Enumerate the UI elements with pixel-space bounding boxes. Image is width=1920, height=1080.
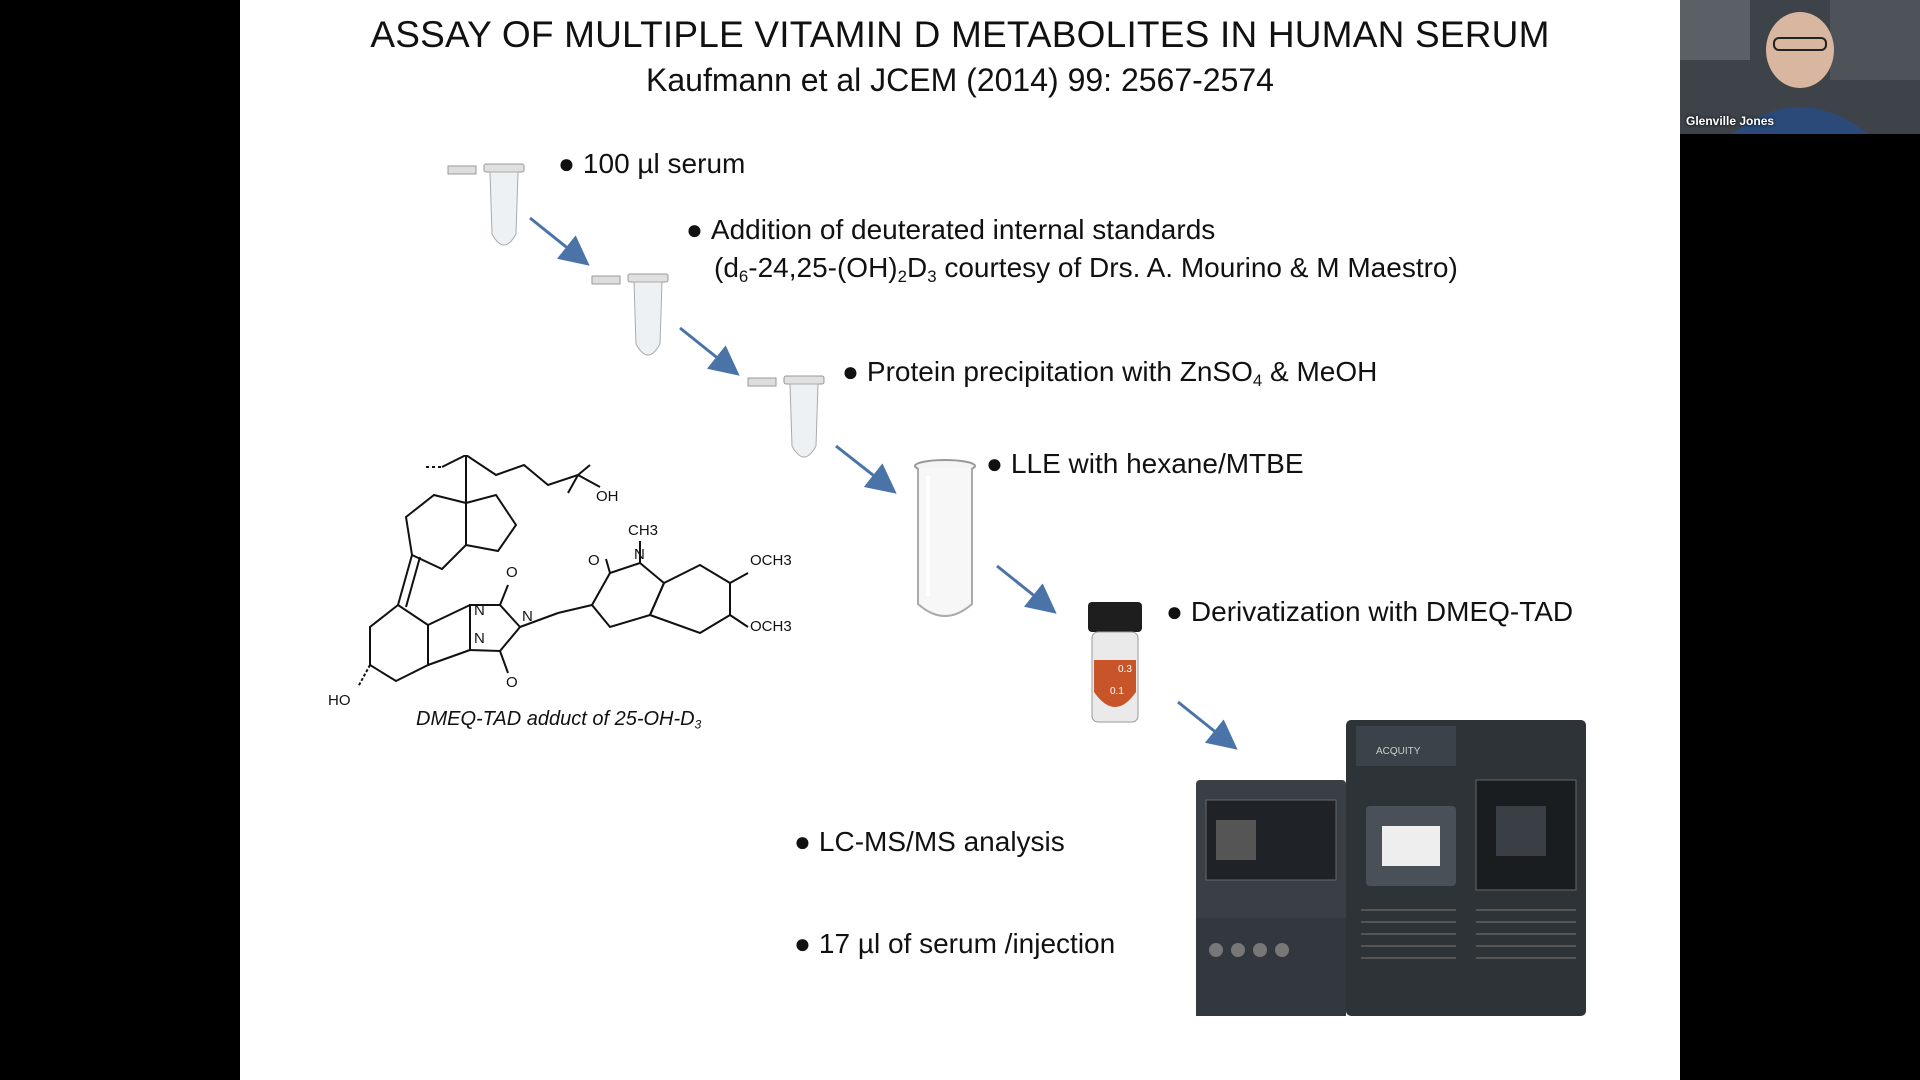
vial-label-top: 0.3 (1118, 664, 1132, 675)
arrow-5 (1177, 700, 1238, 750)
webcam-thumbnail[interactable]: Glenville Jones (1680, 0, 1920, 134)
vial-label-bottom: 0.1 (1110, 686, 1124, 697)
step-serum: ●100 µl serum (558, 148, 746, 179)
atom-o-left: O (588, 552, 600, 569)
slide-title: ASSAY OF MULTIPLE VITAMIN D METABOLITES … (370, 14, 1550, 55)
glass-tube-icon (914, 459, 976, 617)
workflow-arrows (529, 216, 1238, 750)
atom-oh: OH (596, 488, 619, 505)
arrow-1 (529, 216, 590, 266)
atom-o-top: O (506, 564, 518, 581)
slide-subtitle: Kaufmann et al JCEM (2014) 99: 2567-2574 (646, 62, 1274, 98)
step-internal-standards-detail: (d6-24,25-(OH)2D3 courtesy of Drs. A. Mo… (714, 252, 1458, 287)
step-lcms: ●LC-MS/MS analysis (794, 826, 1065, 857)
vial-icon: 0.3 0.1 (1088, 602, 1142, 723)
step-injection: ●17 µl of serum /injection (794, 928, 1116, 959)
atom-ch3: CH3 (628, 522, 658, 539)
atom-och3-bottom: OCH3 (750, 618, 792, 635)
atom-n-ring: N (522, 608, 533, 625)
instrument-brand: ACQUITY (1376, 746, 1421, 757)
arrow-3 (835, 444, 897, 494)
tube-icon-2 (591, 273, 669, 356)
tube-icon-3 (747, 375, 825, 458)
step-internal-standards: ●Addition of deuterated internal standar… (686, 214, 1216, 245)
step-lle: ●LLE with hexane/MTBE (986, 448, 1304, 479)
step-protein-precipitation: ●Protein precipitation with ZnSO4 & MeOH (842, 356, 1378, 391)
presentation-slide: ASSAY OF MULTIPLE VITAMIN D METABOLITES … (240, 0, 1680, 1080)
atom-n2: N (474, 630, 485, 647)
tube-icon-1 (447, 163, 525, 246)
participant-name: Glenville Jones (1686, 114, 1775, 128)
atom-och3-top: OCH3 (750, 552, 792, 569)
arrow-4 (996, 564, 1057, 614)
atom-n-top: N (634, 546, 645, 563)
structure-caption: DMEQ-TAD adduct of 25-OH-D3 (416, 708, 702, 732)
atom-ho: HO (328, 692, 351, 709)
arrow-2 (679, 326, 740, 376)
step-derivatization: ●Derivatization with DMEQ-TAD (1166, 596, 1574, 627)
atom-n1: N (474, 602, 485, 619)
lcms-instrument: ACQUITY (1196, 720, 1586, 1016)
chemical-structure: OH CH3 O O N N N N O OCH3 OCH3 HO (328, 455, 792, 709)
participant-video-icon (1680, 0, 1920, 134)
atom-o-bottom: O (506, 674, 518, 691)
